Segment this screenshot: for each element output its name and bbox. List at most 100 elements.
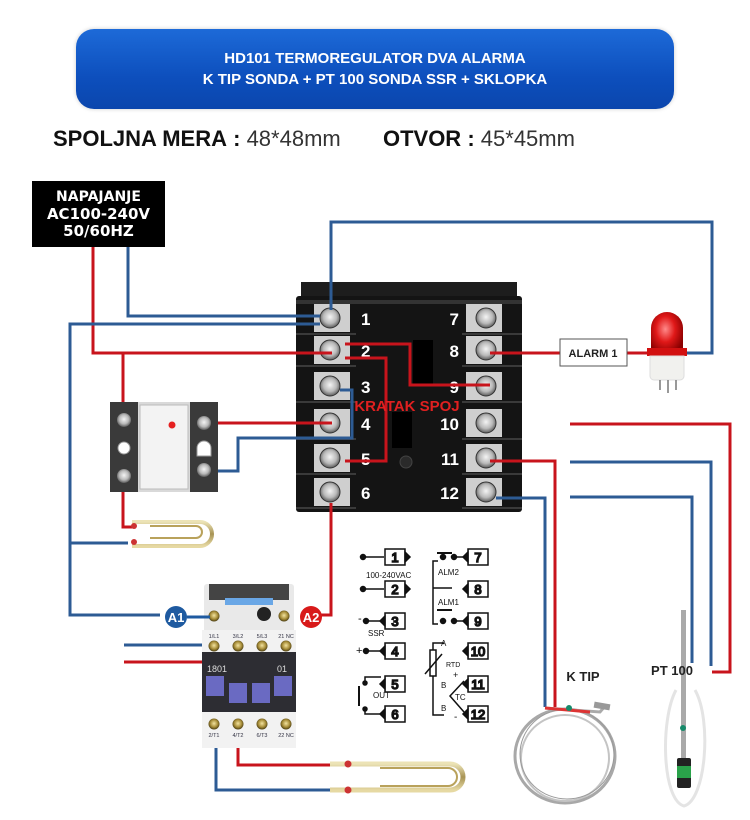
terminal-screw[interactable] (319, 447, 341, 469)
terminal-screw[interactable] (475, 481, 497, 503)
schematic-terminal-number: 6 (391, 707, 398, 722)
terminal-screw[interactable] (475, 412, 497, 434)
rtd-label: RTD (446, 662, 460, 669)
ssr-terminal-label: SSR (368, 629, 385, 638)
dimensions-row: SPOLJNA MERA : 48*48mm OTVOR : 45*45mm (53, 126, 575, 152)
ssr-terminal (197, 463, 211, 477)
contactor-model: 1801 (207, 664, 227, 674)
ssr-terminal (197, 416, 211, 430)
terminal-number: 3 (361, 378, 370, 397)
terminal-number: 7 (450, 310, 459, 329)
power-title: NAPAJANJE (56, 188, 141, 205)
schematic-terminal-number: 9 (474, 614, 481, 629)
terminal-screw[interactable] (475, 339, 497, 361)
contactor-top-label: 5/L3 (257, 634, 268, 640)
contactor-terminal[interactable] (256, 640, 268, 652)
contactor-terminal[interactable] (208, 718, 220, 730)
contactor-terminal[interactable] (256, 718, 268, 730)
terminal-number: 11 (441, 450, 459, 469)
contactor-terminal[interactable] (208, 640, 220, 652)
wire-alarm-return (329, 220, 714, 355)
schematic-labels: 100-240VAC SSR - + OUT ALM2 ALM1 A RTD B… (356, 568, 466, 723)
pt100-probe (664, 610, 707, 808)
schematic-terminal-number: 3 (391, 614, 398, 629)
coil-a2-badge: A2 (300, 606, 322, 628)
terminal-screw[interactable] (319, 481, 341, 503)
alarm-beacon (647, 312, 687, 393)
cutout-label: OTVOR (382, 126, 462, 151)
tc-minus: - (454, 712, 457, 723)
a1-label: A1 (168, 610, 185, 625)
rtd-b-label: B (441, 681, 446, 690)
terminal-screw[interactable] (319, 375, 341, 397)
title-line-2: K TIP SONDA + PT 100 SONDA SSR + SKLOPKA (202, 71, 548, 88)
outer-dimension-value: 48*48mm (246, 126, 341, 151)
contactor-terminal[interactable] (280, 640, 292, 652)
alm2-label: ALM2 (438, 568, 459, 577)
wire-power-live (91, 247, 332, 355)
schematic-terminal-number: 10 (471, 644, 485, 659)
ssr-led (168, 421, 176, 429)
terminal-screw[interactable] (319, 307, 341, 329)
terminal-number: 2 (361, 342, 370, 361)
terminal-number: 6 (361, 484, 370, 503)
outer-dimension-label: SPOLJNA MERA (53, 126, 227, 151)
power-supply-box: NAPAJANJE AC100-240V 50/60HZ (32, 181, 165, 247)
heater-element-large (330, 760, 466, 794)
wire-3-to-ssr (205, 388, 354, 473)
terminal-number: 10 (440, 415, 459, 434)
schematic-terminal-number: 7 (474, 550, 481, 565)
tc-b-label: B (441, 704, 446, 713)
rtd-a-label: A (441, 639, 447, 648)
title-line-1: HD101 TERMOREGULATOR DVA ALARMA (224, 50, 526, 67)
terminal-screw[interactable] (319, 339, 341, 361)
contactor-bottom-label: 22 NC (278, 733, 294, 739)
wire-pt100-red (570, 422, 732, 674)
terminal-screw[interactable] (475, 447, 497, 469)
alarm-label-box: ALARM 1 (559, 338, 628, 367)
terminal-number: 8 (450, 342, 459, 361)
wire-2-to-9 (345, 342, 490, 387)
wire-pt100-blue-2 (570, 495, 694, 663)
terminal-number: 9 (450, 378, 459, 397)
contactor-bottom-label: 4/T2 (232, 733, 243, 739)
wire-ssr-to-heater (121, 475, 134, 529)
pt100-label: PT 100 (651, 663, 693, 678)
tc-plus: + (453, 670, 458, 680)
separator: : (467, 126, 475, 151)
contactor-aux: 01 (277, 664, 287, 674)
ssr-terminal (117, 413, 131, 427)
coil-a1-badge: A1 (165, 606, 210, 628)
schematic-terminal-number: 12 (471, 707, 485, 722)
contactor-button (257, 607, 271, 621)
blue-wires (68, 220, 714, 792)
contactor-top-label: 3/L2 (233, 634, 244, 640)
ssr-terminal (117, 469, 131, 483)
contactor-top-label: 21 NC (278, 634, 294, 640)
schematic-terminal-number: 11 (471, 677, 485, 692)
contactor-terminal[interactable] (280, 718, 292, 730)
terminal-number: 4 (361, 415, 371, 434)
contactor-top-label: 1/L1 (209, 634, 220, 640)
tc-label: TC (455, 693, 466, 702)
schematic-terminal-number: 2 (391, 582, 398, 597)
power-frequency: 50/60HZ (63, 221, 134, 240)
terminal-number: 12 (440, 484, 459, 503)
contactor-terminal[interactable] (232, 640, 244, 652)
alarm-label: ALARM 1 (569, 348, 618, 360)
wire-pt100-blue-1 (570, 460, 713, 666)
separator: : (233, 126, 241, 151)
short-circuit-label: KRATAK SPOJ (354, 398, 459, 415)
wire-neutral-bus (68, 322, 320, 617)
k-type-label: K TIP (566, 669, 600, 684)
redaction-block (413, 340, 433, 384)
schematic-terminal-number: 4 (391, 644, 398, 659)
title-banner: HD101 TERMOREGULATOR DVA ALARMA K TIP SO… (76, 29, 674, 109)
contactor-terminal[interactable] (232, 718, 244, 730)
terminal-number: 1 (361, 310, 370, 329)
wire-power-neutral (126, 247, 320, 318)
terminal-screw[interactable] (475, 307, 497, 329)
